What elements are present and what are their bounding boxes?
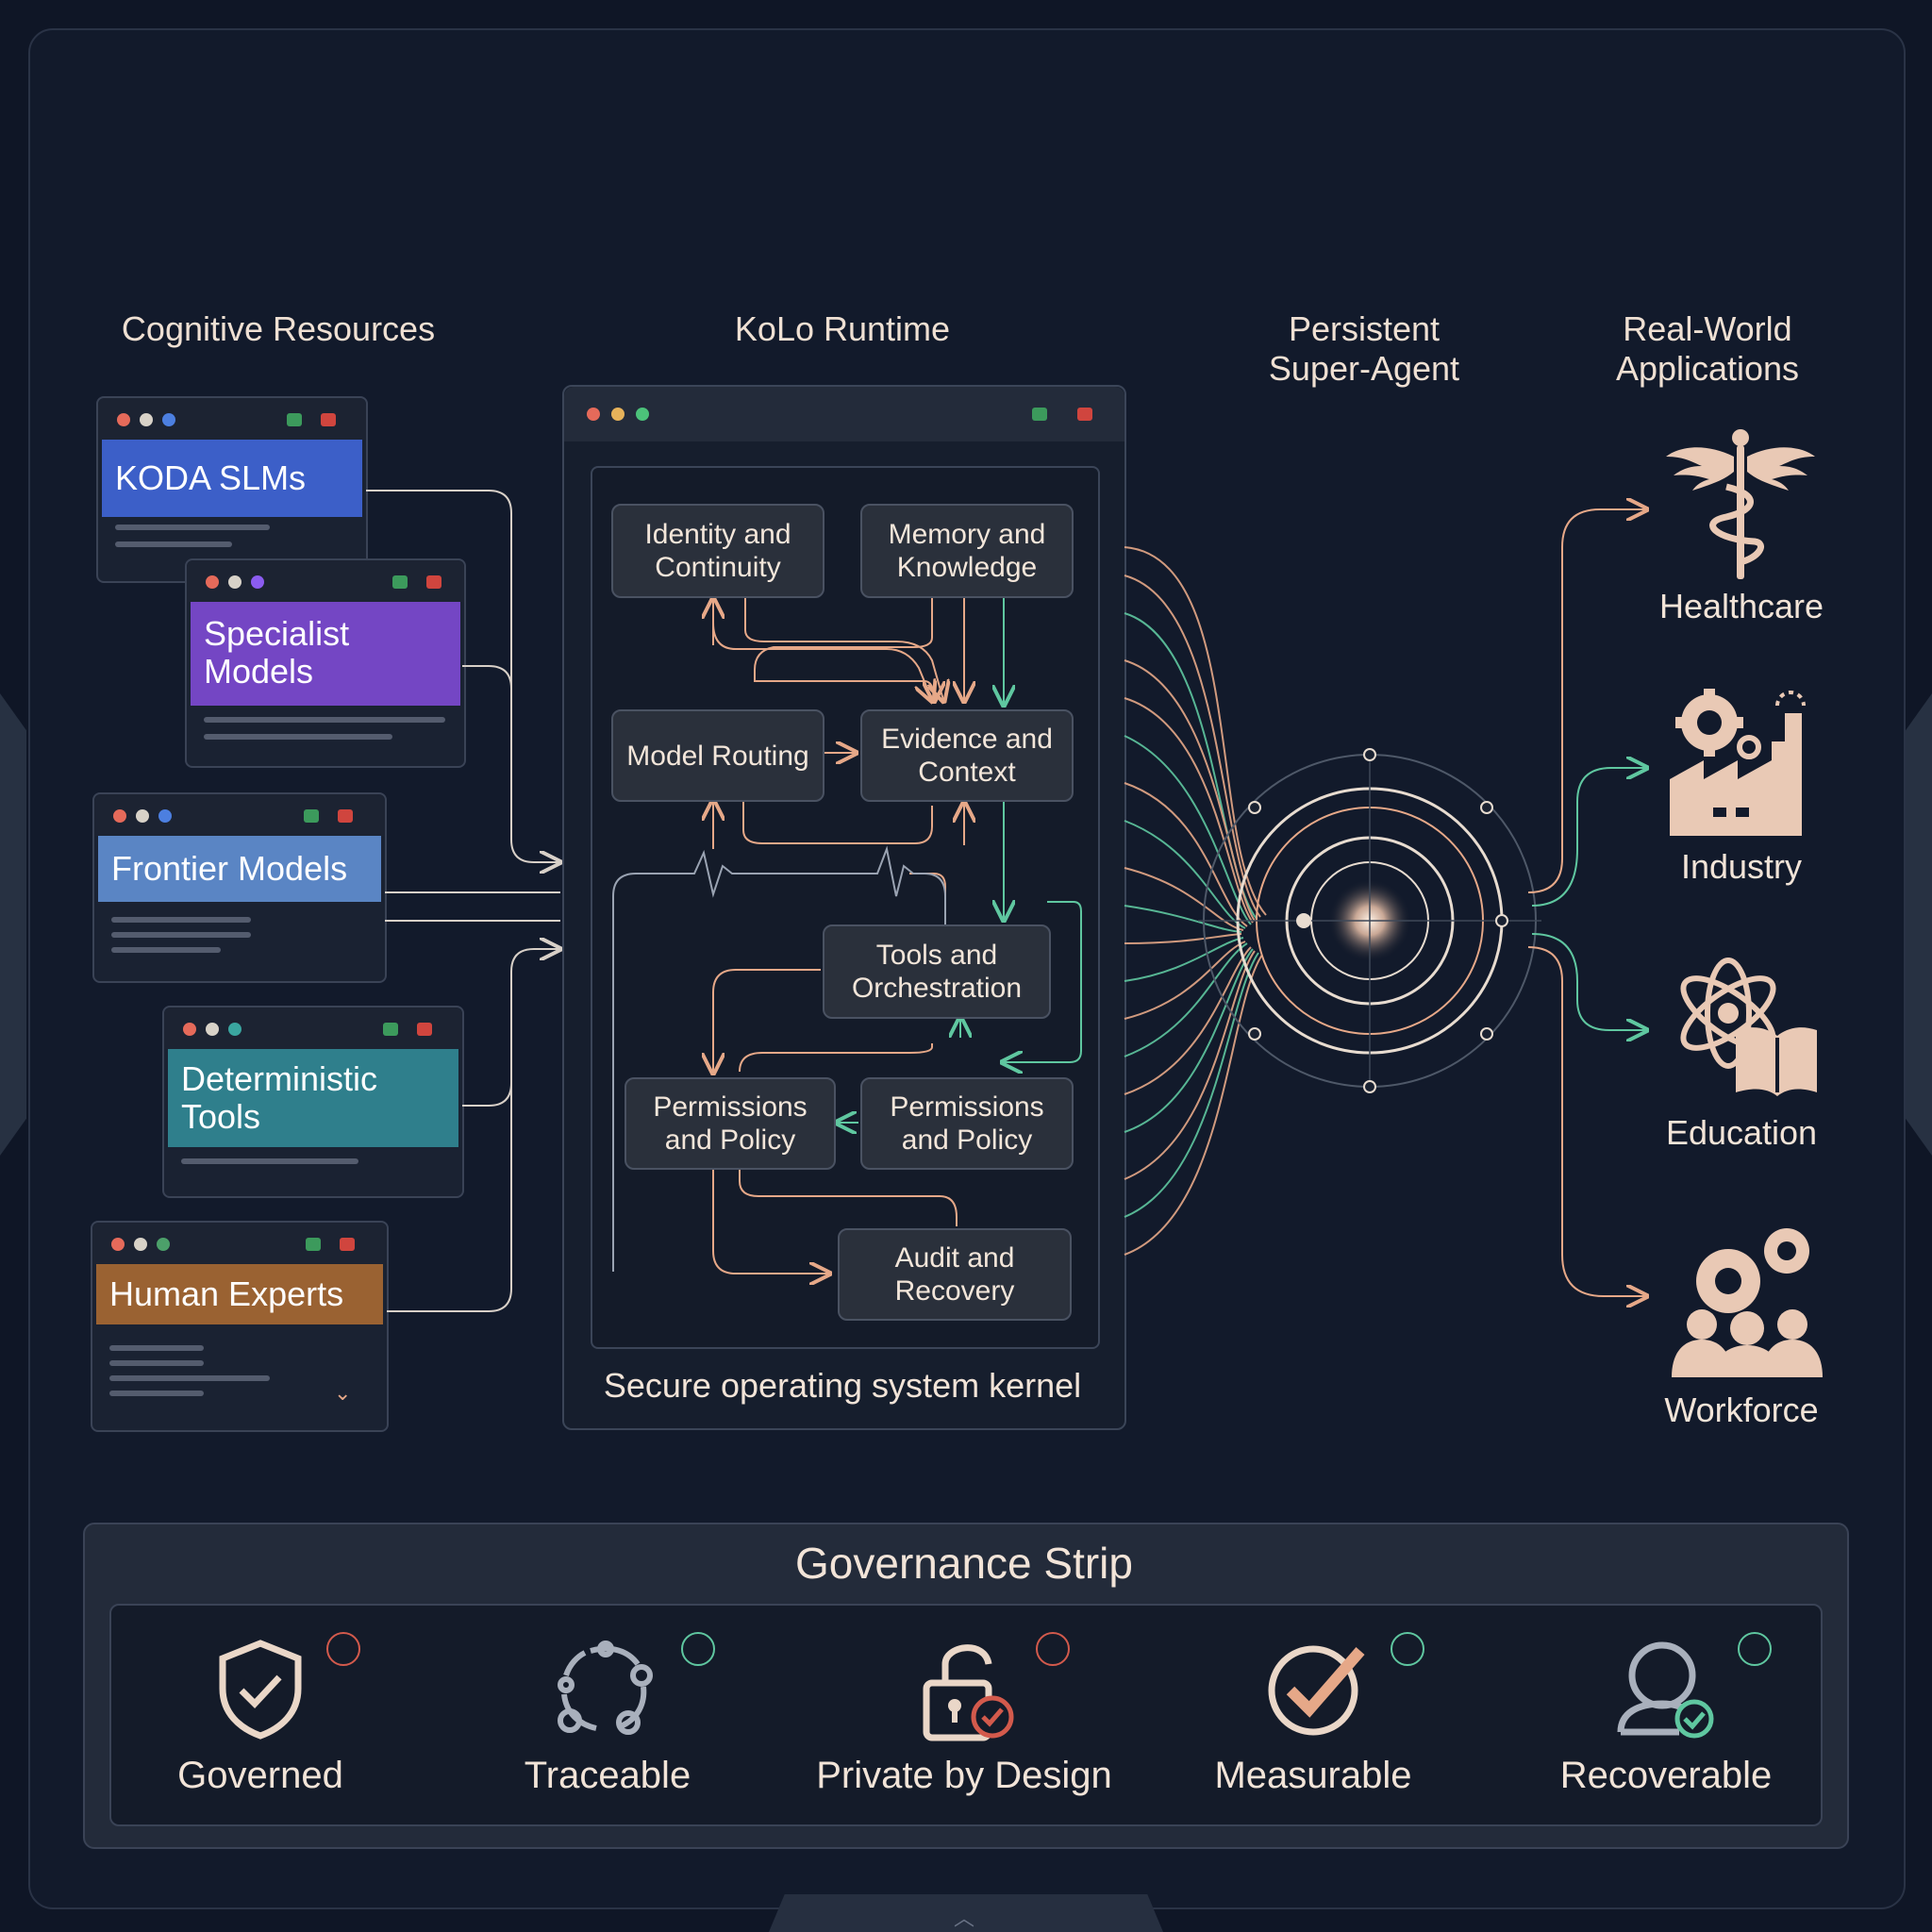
resource-window-frontier[interactable]: Frontier Models [92, 792, 387, 983]
node-memory[interactable]: Memory and Knowledge [860, 504, 1074, 598]
governance-label-recoverable: Recoverable [1559, 1755, 1773, 1796]
governance-label-governed: Governed [177, 1755, 343, 1796]
column-header-agent: Persistent Super-Agent [1268, 309, 1460, 388]
column-header-runtime: KoLo Runtime [734, 309, 951, 348]
resource-window-koda[interactable]: KODA SLMs [96, 396, 368, 583]
resource-label: Human Experts [96, 1264, 383, 1324]
governance-label-measurable: Measurable [1214, 1755, 1412, 1796]
node-model-routing[interactable]: Model Routing [611, 709, 824, 802]
badge-lock-icon [1036, 1632, 1070, 1666]
check-circle-icon [1268, 1645, 1365, 1736]
column-header-resources: Cognitive Resources [121, 309, 436, 348]
kernel-caption: Secure operating system kernel [603, 1366, 1082, 1405]
node-permissions-left[interactable]: Permissions and Policy [625, 1077, 836, 1170]
app-label-healthcare: Healthcare [1658, 587, 1824, 625]
chevron-down-icon[interactable]: ⌄ [334, 1381, 352, 1405]
factory-gear-icon [1670, 689, 1806, 836]
caduceus-icon [1666, 429, 1815, 579]
bottom-expand-tab[interactable]: ︿ [769, 1894, 1163, 1932]
badge-user-icon [1738, 1632, 1772, 1666]
app-label-education: Education [1665, 1113, 1818, 1152]
resource-window-specialist[interactable]: Specialist Models [185, 558, 466, 768]
app-label-workforce: Workforce [1664, 1391, 1819, 1429]
resource-label: Deterministic Tools [168, 1049, 458, 1147]
open-lock-icon [923, 1644, 1014, 1741]
node-evidence[interactable]: Evidence and Context [860, 709, 1074, 802]
badge-check-icon [326, 1632, 360, 1666]
chevron-up-icon: ︿ [954, 1907, 975, 1930]
governance-title: Governance Strip [795, 1539, 1133, 1588]
atom-book-icon [1680, 958, 1817, 1096]
left-side-tab[interactable] [0, 693, 26, 1156]
governance-items-panel [109, 1604, 1823, 1826]
node-audit[interactable]: Audit and Recovery [838, 1228, 1072, 1321]
node-tools[interactable]: Tools and Orchestration [823, 924, 1051, 1019]
column-header-apps: Real-World Applications [1615, 309, 1800, 388]
team-gears-icon [1672, 1228, 1823, 1377]
kernel-panel [591, 466, 1100, 1349]
badge-square-icon [681, 1632, 715, 1666]
shield-check-icon [219, 1640, 302, 1740]
resource-window-deterministic[interactable]: Deterministic Tools [162, 1006, 464, 1198]
resource-label: KODA SLMs [102, 440, 362, 517]
runtime-titlebar [564, 387, 1124, 441]
badge-chat-icon [1391, 1632, 1424, 1666]
cycle-nodes-icon [558, 1641, 653, 1735]
governance-label-traceable: Traceable [524, 1755, 691, 1796]
window-titlebar [98, 398, 366, 440]
user-check-icon [1617, 1641, 1714, 1739]
node-permissions-right[interactable]: Permissions and Policy [860, 1077, 1074, 1170]
resource-label: Specialist Models [191, 602, 460, 706]
node-identity[interactable]: Identity and Continuity [611, 504, 824, 598]
app-label-industry: Industry [1680, 847, 1803, 886]
right-side-tab[interactable] [1906, 693, 1932, 1156]
governance-label-private: Private by Design [816, 1755, 1112, 1796]
resource-window-human[interactable]: Human Experts ⌄ [91, 1221, 389, 1432]
resource-label: Frontier Models [98, 836, 381, 902]
